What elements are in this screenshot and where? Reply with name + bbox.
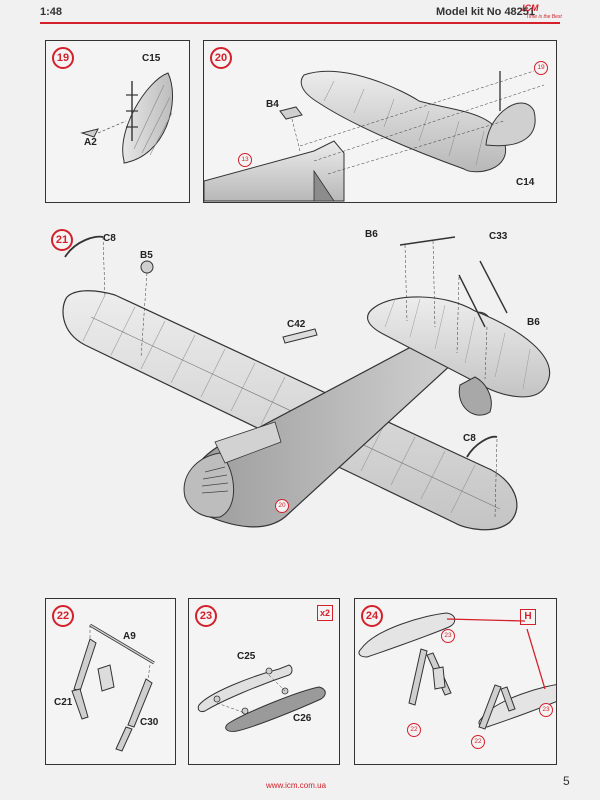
ref-step-23-b: 23	[539, 703, 553, 717]
step-19-badge: 19	[52, 47, 74, 69]
part-label-c14: C14	[516, 177, 535, 188]
part-label-c8-left: C8	[103, 233, 116, 244]
step-19-drawing	[80, 72, 174, 164]
step-21-badge: 21	[51, 229, 73, 251]
header-rule	[40, 22, 560, 24]
ref-step-13: 13	[238, 153, 252, 167]
ref-step-19: 19	[534, 61, 548, 75]
marker-h: H	[520, 609, 536, 625]
scale-label: 1:48	[40, 6, 63, 18]
footer-url: www.icm.com.ua	[266, 781, 327, 790]
kit-number: Model kit No 48251	[436, 6, 536, 18]
part-label-a2: A2	[84, 137, 97, 148]
step-19-panel: 19 C15 A2	[45, 40, 190, 203]
step-24-panel: 24 H 23 23 22 22	[354, 598, 557, 765]
icm-logo: ICM Time is the Best	[522, 3, 562, 23]
ref-step-22-a: 22	[407, 723, 421, 737]
part-label-c33: C33	[489, 231, 508, 242]
part-label-c30: C30	[140, 717, 159, 728]
step-21-area: 21 C8 B5 B6 C33 B6 C42 C8 20	[45, 217, 555, 583]
step-23-panel: 23 x2 C25 C26	[188, 598, 340, 765]
part-label-c26: C26	[293, 713, 312, 724]
step-23-drawing	[197, 664, 326, 732]
logo-tagline: Time is the Best	[526, 14, 562, 20]
step-22-drawing	[71, 623, 155, 752]
step-20-panel: 20 B4 C14 19 13	[203, 40, 557, 203]
part-label-b4: B4	[266, 99, 279, 110]
part-label-c15: C15	[142, 53, 161, 64]
part-label-b6-right: B6	[527, 317, 540, 328]
multiplier-badge: x2	[317, 605, 333, 621]
part-label-a9: A9	[123, 631, 136, 642]
step-24-badge: 24	[361, 605, 383, 627]
step-20-badge: 20	[210, 47, 232, 69]
step-24-drawing	[358, 612, 556, 730]
step-21-drawing	[62, 235, 551, 531]
page-number: 5	[563, 774, 570, 788]
part-label-b5: B5	[140, 250, 153, 261]
logo-text: ICM	[522, 3, 539, 13]
step-20-drawing	[204, 70, 545, 202]
part-label-c21: C21	[54, 697, 73, 708]
part-label-c25: C25	[237, 651, 256, 662]
ref-step-20: 20	[275, 499, 289, 513]
part-label-c8-right: C8	[463, 433, 476, 444]
step-22-panel: 22 A9 C21 C30	[45, 598, 176, 765]
ref-step-22-b: 22	[471, 735, 485, 749]
part-label-c42: C42	[287, 319, 306, 330]
ref-step-23-a: 23	[441, 629, 455, 643]
step-23-badge: 23	[195, 605, 217, 627]
step-22-badge: 22	[52, 605, 74, 627]
part-label-b6-top: B6	[365, 229, 378, 240]
